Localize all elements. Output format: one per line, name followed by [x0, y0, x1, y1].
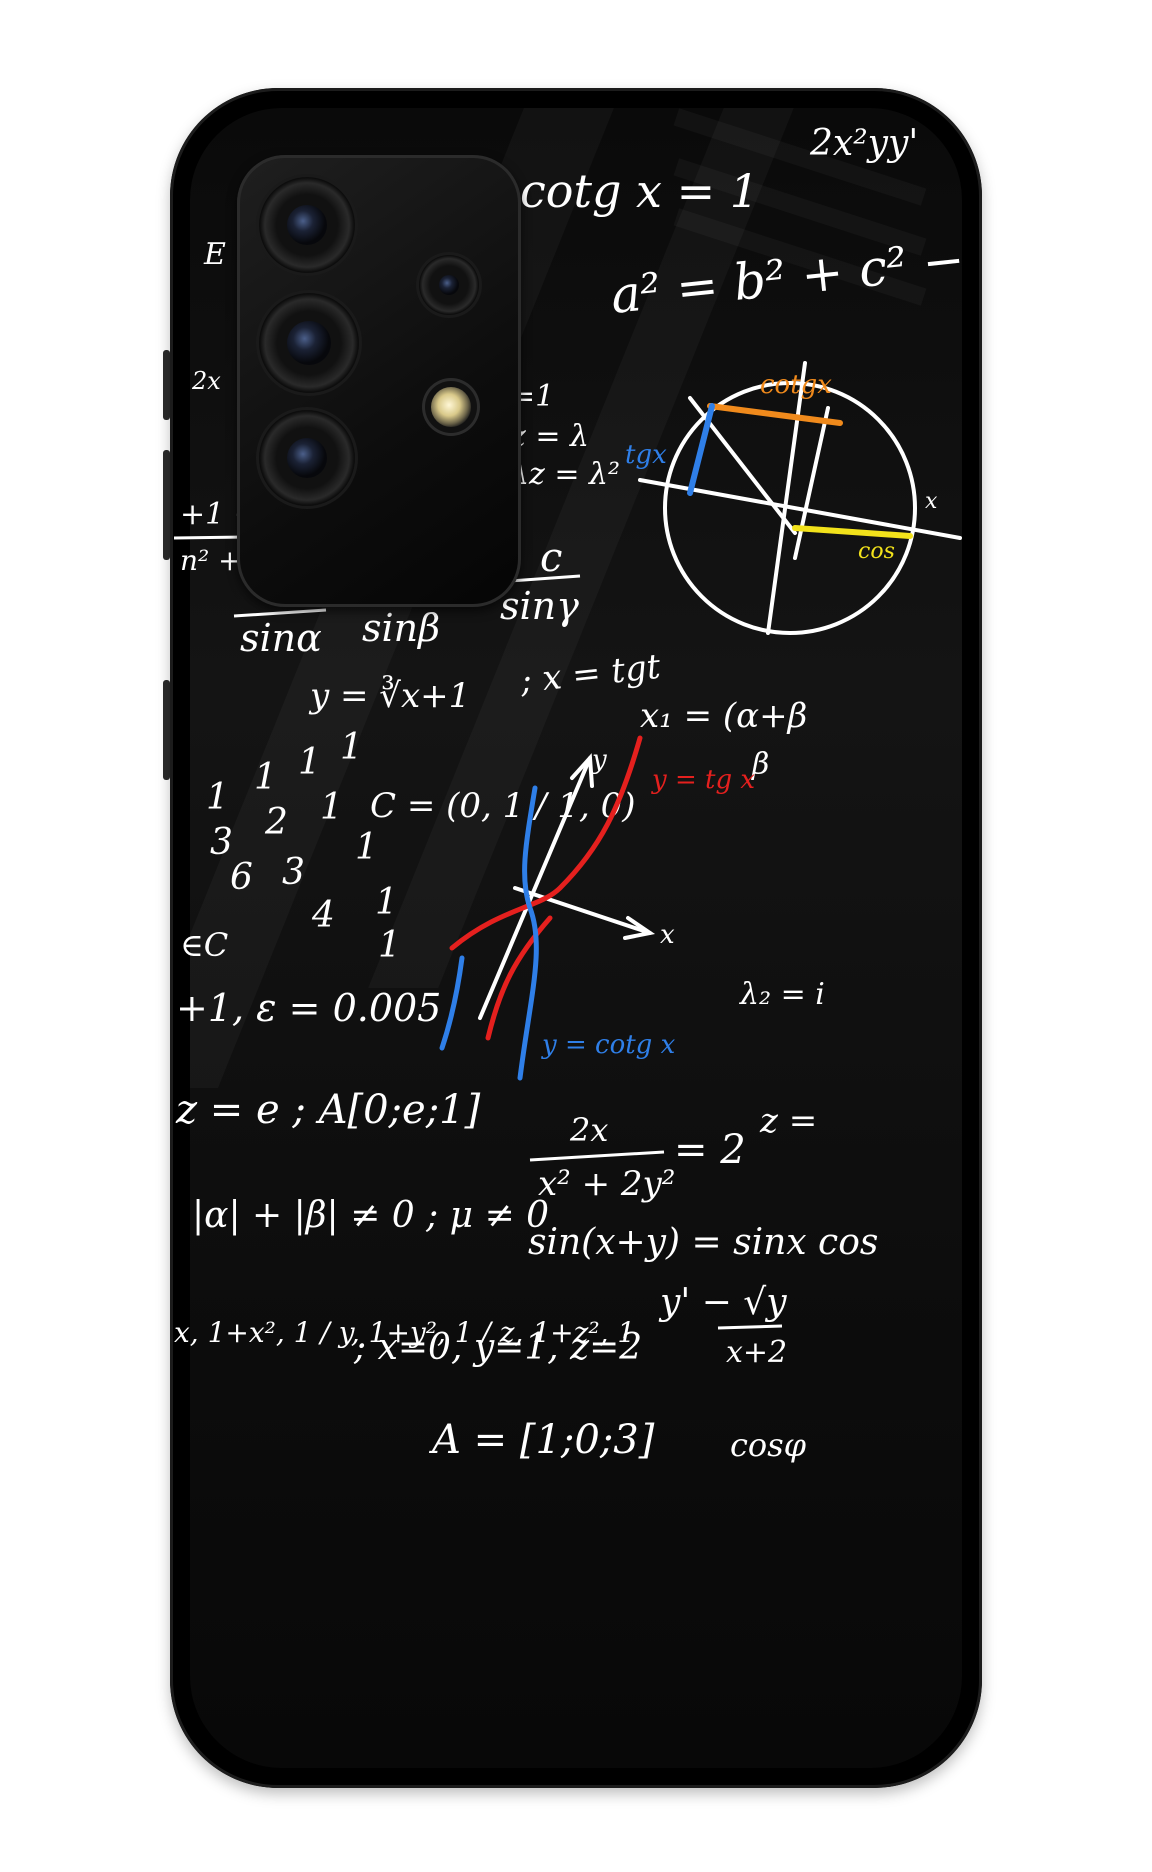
lens-glass — [287, 321, 331, 365]
circle-x-label: x — [925, 489, 938, 514]
cotg-curve-blue-2 — [439, 955, 465, 1051]
number: 1 — [206, 777, 229, 818]
number: 3 — [282, 852, 305, 893]
formula-epsilon: +1, ε = 0.005 — [176, 986, 442, 1030]
number: 1 — [375, 882, 398, 923]
graph-x-axis — [513, 886, 652, 935]
formula-frac-den: x² + 2y² — [538, 1164, 676, 1204]
number: 1 — [378, 925, 401, 966]
formula-x-plus-2: x+2 — [726, 1335, 788, 1370]
number: 4 — [312, 895, 335, 936]
tan-curve-red-2 — [485, 915, 553, 1041]
graph-y-label: y — [591, 745, 607, 775]
formula-sines-sina: sinα — [240, 616, 322, 660]
formula-top-right: 2x²yy' — [810, 123, 919, 164]
graph-y-arrow — [570, 753, 594, 788]
formula-cos-phi: cosφ — [730, 1426, 807, 1464]
side-volume-button — [163, 350, 170, 420]
fraction-bar — [233, 608, 327, 618]
camera-module — [237, 155, 521, 607]
graph-axis-x-label: x — [660, 920, 675, 950]
formula-beta: β — [752, 747, 770, 782]
cos-label: cos — [858, 539, 895, 564]
formula-in-c: ∈C — [180, 926, 229, 964]
number: 1 — [340, 727, 363, 768]
formula-cube-root: y = ∛x+1 — [310, 676, 471, 716]
lens-glass — [287, 438, 327, 478]
fraction-bar — [529, 1150, 665, 1162]
formula-frac-eq: = 2 — [674, 1127, 746, 1173]
formula-alpha-beta: |α| + |β| ≠ 0 ; μ ≠ 0 — [192, 1195, 550, 1236]
cotg-segment — [707, 403, 843, 426]
formula-z-right: z = — [760, 1101, 818, 1141]
formula-two-x: 2x — [192, 367, 221, 395]
tan-curve-red — [449, 735, 643, 951]
unit-circle-diagram: cotgx tgx cos x — [625, 361, 962, 635]
formula-matrix-big: x, 1+x², 1 / y, 1+y², 1 / z, 1+z², 1 — [174, 1316, 636, 1349]
tg-segment — [687, 403, 715, 496]
formula-x1-frac: x₁ = (α+β — [640, 696, 808, 736]
side-key-button — [163, 680, 170, 780]
formula-sines-sing: sinγ — [500, 584, 579, 628]
depth-camera-lens — [419, 255, 479, 315]
formula-lambda2: λ₂ = i — [740, 977, 825, 1012]
formula-sines-c: c — [540, 535, 563, 581]
side-power-button — [163, 450, 170, 560]
main-camera-lens — [259, 177, 355, 273]
formula-frac-2x: 2x — [570, 1111, 609, 1149]
chalk-diagrams: cotgx tgx cos x y x y = tg x y = cotg x — [173, 361, 962, 1330]
number: 1 — [320, 787, 343, 828]
number: 1 — [254, 757, 277, 798]
formula-a-vec: A = [1;0;3] — [432, 1417, 655, 1463]
cotg-curve-blue — [517, 785, 539, 1081]
fraction-bar — [717, 1324, 783, 1330]
tgx-label: tgx — [625, 440, 667, 470]
formula-xyz: ; x=0, y=1, z=2 — [354, 1327, 643, 1368]
formula-y-prime: y' − √y — [660, 1282, 787, 1323]
lens-glass — [287, 205, 327, 245]
unit-circle — [663, 381, 917, 635]
tangent-graph: y x y = tg x y = cotg x — [439, 735, 755, 1081]
number-cluster: 1 1 1 1 2 1 3 1 6 3 4 1 1 — [170, 88, 982, 1788]
wide-camera-lens — [259, 293, 359, 393]
cotg-graph-label: y = cotg x — [541, 1030, 676, 1060]
number: 1 — [298, 742, 321, 783]
lens-glass — [439, 275, 459, 295]
circle-vertical — [793, 406, 830, 560]
macro-camera-lens — [259, 410, 355, 506]
number: 6 — [230, 857, 253, 898]
flash-light — [431, 387, 471, 427]
number: 1 — [355, 827, 378, 868]
cotgx-label: cotgx — [760, 370, 832, 400]
formula-lambda-z: λz = λ² — [510, 457, 621, 492]
formula-cotg: cotg x = 1 — [520, 164, 760, 218]
formula-sines-sinb: sinβ — [362, 606, 441, 650]
formula-e-fragment: E — [204, 237, 226, 272]
circle-radius — [688, 396, 797, 535]
tg-graph-label: y = tg x — [651, 765, 755, 795]
graph-y-axis — [478, 756, 592, 1020]
cos-segment — [792, 525, 913, 539]
formula-z-e: z = e ; A[0;e;1] — [176, 1087, 481, 1133]
number: 3 — [210, 822, 233, 863]
graph-x-arrow — [623, 916, 656, 940]
circle-y-axis — [766, 361, 807, 635]
number: 2 — [265, 802, 288, 843]
formula-sin-sum: sin(x+y) = sinx cos — [528, 1222, 879, 1263]
